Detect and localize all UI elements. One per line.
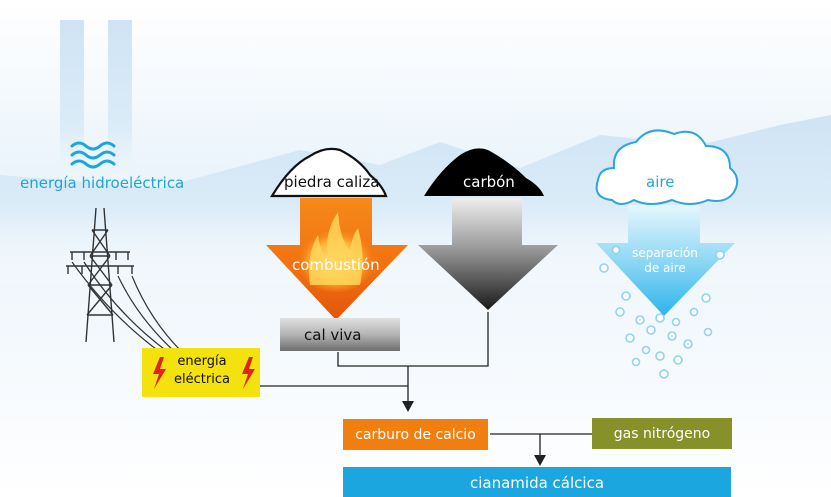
calcium-carbide-box (343, 419, 488, 450)
water-waves-icon (70, 141, 116, 169)
connector-lines (260, 312, 592, 455)
coal-arrow (418, 198, 558, 310)
hydro-energy-label: energía hidroeléctrica (20, 174, 185, 192)
limestone-mountain (270, 147, 388, 198)
calcium-cyanamide-label: cianamida cálcica (469, 474, 605, 492)
arrowhead (534, 455, 546, 466)
air-separation-label-line2: de aire (644, 261, 686, 275)
power-pylon-icon (66, 207, 183, 353)
lightning-bolt-icon (153, 357, 166, 389)
air-label: aire (646, 173, 675, 191)
air-separation-arrow (596, 205, 735, 316)
coal-mountain (424, 148, 544, 196)
arrowhead (402, 401, 414, 412)
quicklime-box (280, 318, 400, 351)
combustion-label: combustión (292, 256, 380, 274)
nitrogen-gas-box (592, 418, 732, 449)
combustion-arrow (266, 198, 408, 320)
flame-icon (296, 212, 376, 292)
quicklime-label: cal viva (304, 325, 362, 344)
air-separation-label-line1: separación (632, 246, 698, 260)
calcium-cyanamide-box (343, 467, 731, 497)
electric-energy-label-line1: energía (177, 354, 227, 369)
air-bubbles (599, 245, 725, 379)
lightning-bolt-icon (242, 357, 255, 389)
electric-energy-label-line2: eléctrica (174, 372, 230, 387)
cloud-icon (595, 129, 739, 205)
coal-label: carbón (463, 173, 515, 191)
limestone-label: piedra caliza (284, 173, 380, 191)
calcium-carbide-label: carburo de calcio (355, 426, 476, 443)
nitrogen-gas-label: gas nitrógeno (613, 425, 711, 442)
